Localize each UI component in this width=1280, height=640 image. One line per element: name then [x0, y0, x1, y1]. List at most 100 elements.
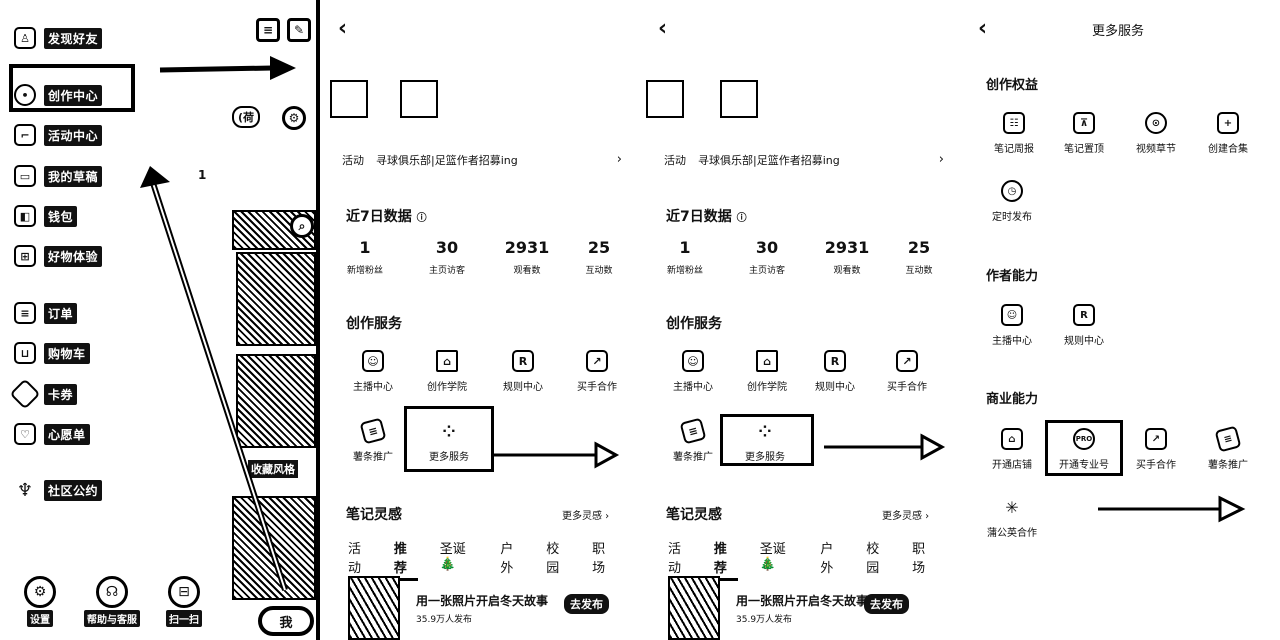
item-scheduled-publish[interactable]: ◷定时发布 — [976, 180, 1048, 223]
menu-item-coupons[interactable]: 卡券 — [9, 378, 78, 410]
info-icon[interactable]: ⓘ — [416, 213, 427, 224]
tab-christmas[interactable]: 圣诞🎄 — [439, 542, 466, 572]
add-collection-icon: + — [1217, 112, 1239, 134]
back-chevron-icon[interactable]: ‹ — [978, 16, 988, 41]
menu-item-drafts[interactable]: ▭ 我的草稿 — [14, 163, 103, 189]
settings-gear-icon[interactable]: ⚙ — [282, 106, 306, 130]
back-chevron-icon[interactable]: ‹ — [658, 16, 668, 41]
item-label: 蒲公英合作 — [987, 528, 1037, 539]
item-open-store[interactable]: ⌂开通店铺 — [976, 428, 1048, 471]
service-fries-promotion[interactable]: ≡薯条推广 — [338, 417, 408, 463]
service-more[interactable]: ⁘更多服务 — [414, 420, 484, 464]
tab-recommended[interactable]: 推荐 — [393, 538, 418, 581]
activity-tag: 活动 — [342, 154, 364, 167]
shopping-bag-icon: ↗ — [586, 350, 608, 372]
item-buyer-cooperation[interactable]: ↗买手合作 — [1120, 428, 1192, 471]
menu-item-wallet[interactable]: ◧ 钱包 — [14, 203, 78, 229]
service-creation-academy[interactable]: ⌂创作学院 — [412, 350, 482, 393]
service-streamer-center[interactable]: ☺主播中心 — [338, 350, 408, 393]
info-icon[interactable]: ⓘ — [736, 213, 747, 224]
tab-outdoor[interactable]: 户外 — [500, 542, 514, 576]
service-buyer-cooperation[interactable]: ↗买手合作 — [562, 350, 632, 393]
settings-button[interactable]: ⚙ 设置 — [8, 576, 72, 627]
inspiration-thumbnail[interactable] — [348, 576, 400, 640]
edit-icon[interactable]: ✎ — [287, 18, 311, 42]
tab-workplace[interactable]: 职场 — [592, 542, 606, 576]
service-label: 买手合作 — [887, 382, 927, 393]
follow-button[interactable]: (荷 — [232, 106, 261, 128]
search-icon[interactable]: ⌕ — [290, 214, 314, 238]
menu-item-creation-center[interactable]: • 创作中心 — [14, 82, 103, 108]
tab-recommended[interactable]: 推荐 — [713, 538, 738, 581]
chevron-right-icon: › — [616, 152, 622, 167]
lightbulb-icon: • — [14, 84, 36, 106]
person-add-icon: ♙ — [14, 27, 36, 49]
inspiration-title: 用一张照片开启冬天故事 — [736, 594, 869, 608]
menu-item-product-trial[interactable]: ⊞ 好物体验 — [14, 243, 103, 269]
service-label: 薯条推广 — [673, 452, 713, 463]
item-create-collection[interactable]: +创建合集 — [1192, 112, 1264, 155]
activity-banner[interactable]: 活动 寻球俱乐部|足篮作者招募ing › — [342, 152, 622, 168]
scan-button[interactable]: ⊟ 扫一扫 — [152, 576, 216, 627]
service-streamer-center[interactable]: ☺主播中心 — [658, 350, 728, 393]
fries-icon: ≡ — [1214, 425, 1242, 453]
more-inspiration-link[interactable]: 更多灵感 › — [562, 511, 610, 522]
data-section-title: 近7日数据 ⓘ — [666, 206, 747, 226]
menu-icon[interactable]: ≡ — [256, 18, 280, 42]
grid-dots-icon: ⁘ — [758, 421, 772, 441]
service-buyer-cooperation[interactable]: ↗买手合作 — [872, 350, 942, 393]
activity-banner[interactable]: 活动 寻球俱乐部|足篮作者招募ing › — [664, 152, 944, 168]
service-label: 主播中心 — [673, 382, 713, 393]
section-title-business-abilities: 商业能力 — [986, 392, 1039, 407]
more-inspiration-link[interactable]: 更多灵感 › — [882, 511, 930, 522]
tab-campus[interactable]: 校园 — [866, 542, 880, 576]
back-chevron-icon[interactable]: ‹ — [338, 16, 348, 41]
item-video-chapter[interactable]: ⊙视频草节 — [1120, 112, 1192, 155]
menu-item-community-rules[interactable]: ♆ 社区公约 — [14, 477, 103, 503]
note-thumbnail[interactable] — [236, 354, 316, 448]
menu-item-activity-center[interactable]: ⌐ 活动中心 — [14, 122, 103, 148]
notes-section-title: 笔记灵感 — [666, 507, 722, 523]
tab-activity[interactable]: 活动 — [348, 542, 362, 576]
item-weekly-report[interactable]: ☷笔记周报 — [978, 112, 1050, 155]
tab-campus[interactable]: 校园 — [546, 542, 560, 576]
tab-outdoor[interactable]: 户外 — [820, 542, 834, 576]
publish-button[interactable]: 去发布 — [864, 594, 909, 614]
item-streamer-center[interactable]: ☺主播中心 — [976, 304, 1048, 347]
help-button[interactable]: ☊ 帮助与客服 — [80, 576, 144, 627]
service-more[interactable]: ⁘更多服务 — [730, 420, 800, 464]
item-fries-promotion[interactable]: ≡ 薯条推广 — [1192, 425, 1264, 471]
placeholder-square — [400, 80, 438, 118]
menu-item-wishlist[interactable]: ♡ 心愿单 — [14, 421, 90, 447]
menu-item-find-friends[interactable]: ♙ 发现好友 — [14, 25, 103, 51]
item-dandelion-cooperation[interactable]: ✳蒲公英合作 — [976, 496, 1048, 540]
tab-activity[interactable]: 活动 — [668, 542, 682, 576]
tab-christmas[interactable]: 圣诞🎄 — [759, 542, 786, 572]
highlight-box — [9, 64, 135, 112]
service-fries-promotion[interactable]: ≡薯条推广 — [658, 417, 728, 463]
item-pin-note[interactable]: ⊼笔记置顶 — [1048, 112, 1120, 155]
inspiration-thumbnail[interactable] — [668, 576, 720, 640]
stat-label: 主页访客 — [748, 266, 785, 276]
note-thumbnail[interactable] — [236, 252, 316, 346]
publish-button[interactable]: 去发布 — [564, 594, 609, 614]
menu-label: 我的草稿 — [44, 165, 103, 187]
item-label: 薯条推广 — [1208, 460, 1248, 471]
stat-label: 互动数 — [585, 266, 613, 276]
menu-item-cart[interactable]: ⊔ 购物车 — [14, 340, 90, 366]
stat-label: 新增粉丝 — [346, 266, 383, 276]
stat-label: 观看数 — [513, 266, 541, 276]
item-label: 定时发布 — [992, 212, 1032, 223]
menu-item-orders[interactable]: ≡ 订单 — [14, 300, 78, 326]
me-tab[interactable]: 我 — [258, 606, 314, 636]
pin-top-icon: ⊼ — [1073, 112, 1095, 134]
service-creation-academy[interactable]: ⌂创作学院 — [732, 350, 802, 393]
tab-workplace[interactable]: 职场 — [912, 542, 926, 576]
